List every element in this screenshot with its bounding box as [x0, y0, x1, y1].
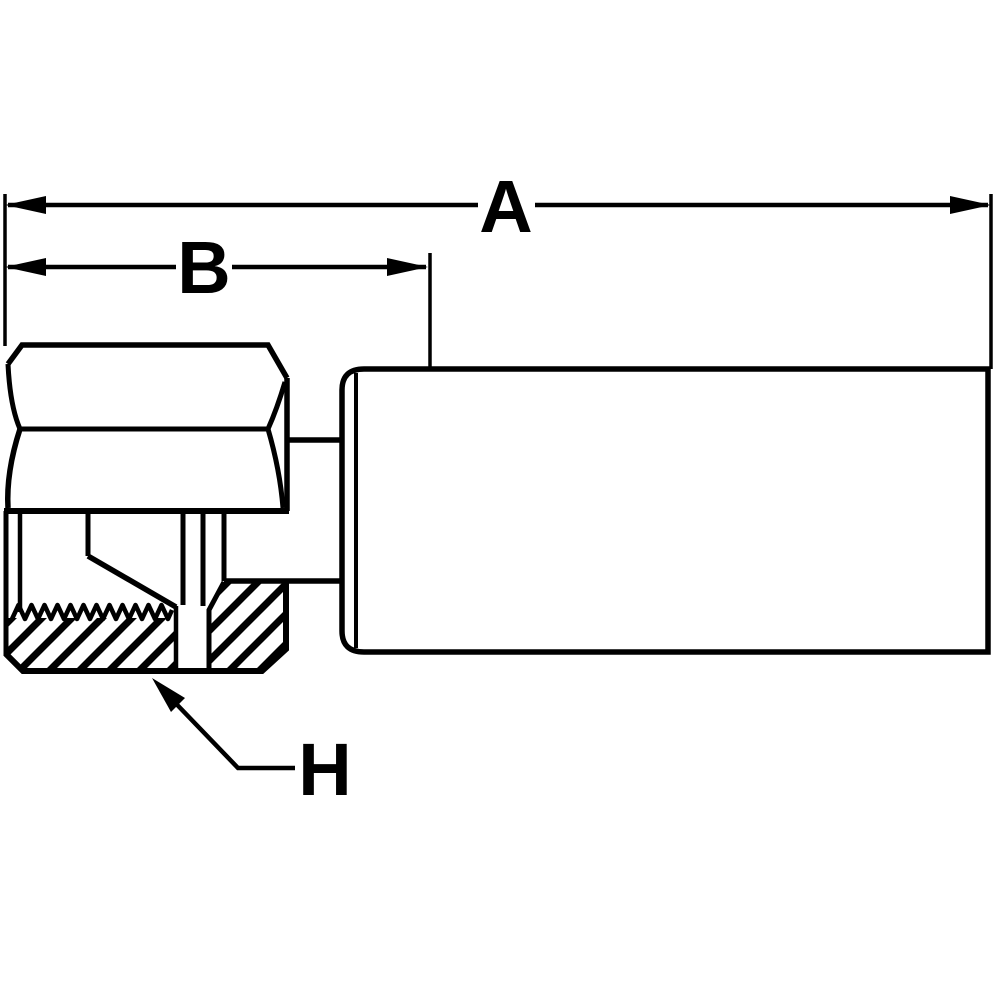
- bore-strip: [177, 602, 208, 668]
- cone-seat-slant: [86, 553, 178, 610]
- neck: [224, 437, 342, 584]
- thread-zigzag: [9, 602, 175, 622]
- hex-right-chamfer-arc: [265, 381, 288, 431]
- nut-bottom-edge: [3, 582, 289, 674]
- arrowhead-left-icon: [5, 196, 46, 214]
- dimension-b-label: B: [177, 226, 230, 309]
- hatch-right-inner-edge: [206, 580, 227, 669]
- hex-nut: [3, 342, 290, 674]
- arrowhead-up-left-icon: [152, 678, 185, 712]
- section-hatch-left: [7, 618, 175, 669]
- hex-lower-right-edge: [265, 428, 286, 509]
- leader-h-label: H: [298, 728, 351, 811]
- arrowhead-left-icon: [5, 258, 46, 276]
- section-hatch-right: [210, 583, 286, 669]
- leader-h: H: [152, 678, 352, 811]
- ferrule-shell: [339, 366, 991, 655]
- leader-h-line: [158, 685, 295, 771]
- ferrule-shell-outline: [339, 366, 991, 655]
- arrowhead-right-icon: [950, 196, 991, 214]
- hex-lower-left-edge: [5, 428, 23, 509]
- dimension-b: B: [5, 226, 432, 369]
- arrowhead-right-icon: [387, 258, 428, 276]
- dimension-a: A: [3, 165, 993, 369]
- dimension-a-label: A: [479, 165, 532, 248]
- hex-left-chamfer-arc: [5, 363, 23, 430]
- hex-top-edge: [5, 342, 290, 380]
